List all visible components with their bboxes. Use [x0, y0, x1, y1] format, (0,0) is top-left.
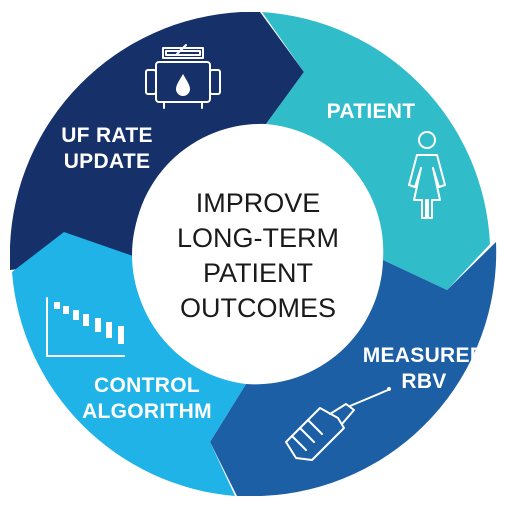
center-title: IMPROVE LONG-TERM PATIENT OUTCOMES — [177, 188, 339, 323]
segment-measured-rbv — [210, 242, 497, 496]
control-algorithm-line-1: CONTROL — [94, 374, 200, 397]
segment-uf-rate-update — [10, 12, 304, 270]
center-line-4: OUTCOMES — [180, 293, 336, 323]
label-uf-rate-update: UF RATE UPDATE — [61, 124, 153, 173]
label-measured-rbv: MEASURED RBV — [363, 344, 486, 393]
label-control-algorithm: CONTROL ALGORITHM — [82, 374, 212, 423]
person-icon — [408, 131, 446, 219]
center-line-3: PATIENT — [203, 258, 313, 288]
measured-rbv-line-2: RBV — [401, 370, 446, 393]
measured-rbv-line-1: MEASURED — [363, 344, 486, 367]
blood-volume-sensor-icon — [285, 387, 391, 461]
center-line-1: IMPROVE — [196, 188, 321, 218]
uf-rate-update-line-1: UF RATE — [61, 124, 153, 147]
patient-line-1: PATIENT — [327, 100, 416, 123]
step-chart-icon — [46, 297, 125, 357]
center-line-2: LONG-TERM — [177, 223, 339, 253]
label-patient: PATIENT — [327, 100, 416, 123]
control-algorithm-line-2: ALGORITHM — [82, 400, 212, 423]
center-circle — [132, 132, 378, 378]
segment-patient — [262, 12, 490, 290]
segment-control-algorithm — [12, 232, 246, 496]
uf-rate-update-line-2: UPDATE — [64, 150, 151, 173]
dialysis-machine-icon — [145, 44, 221, 109]
